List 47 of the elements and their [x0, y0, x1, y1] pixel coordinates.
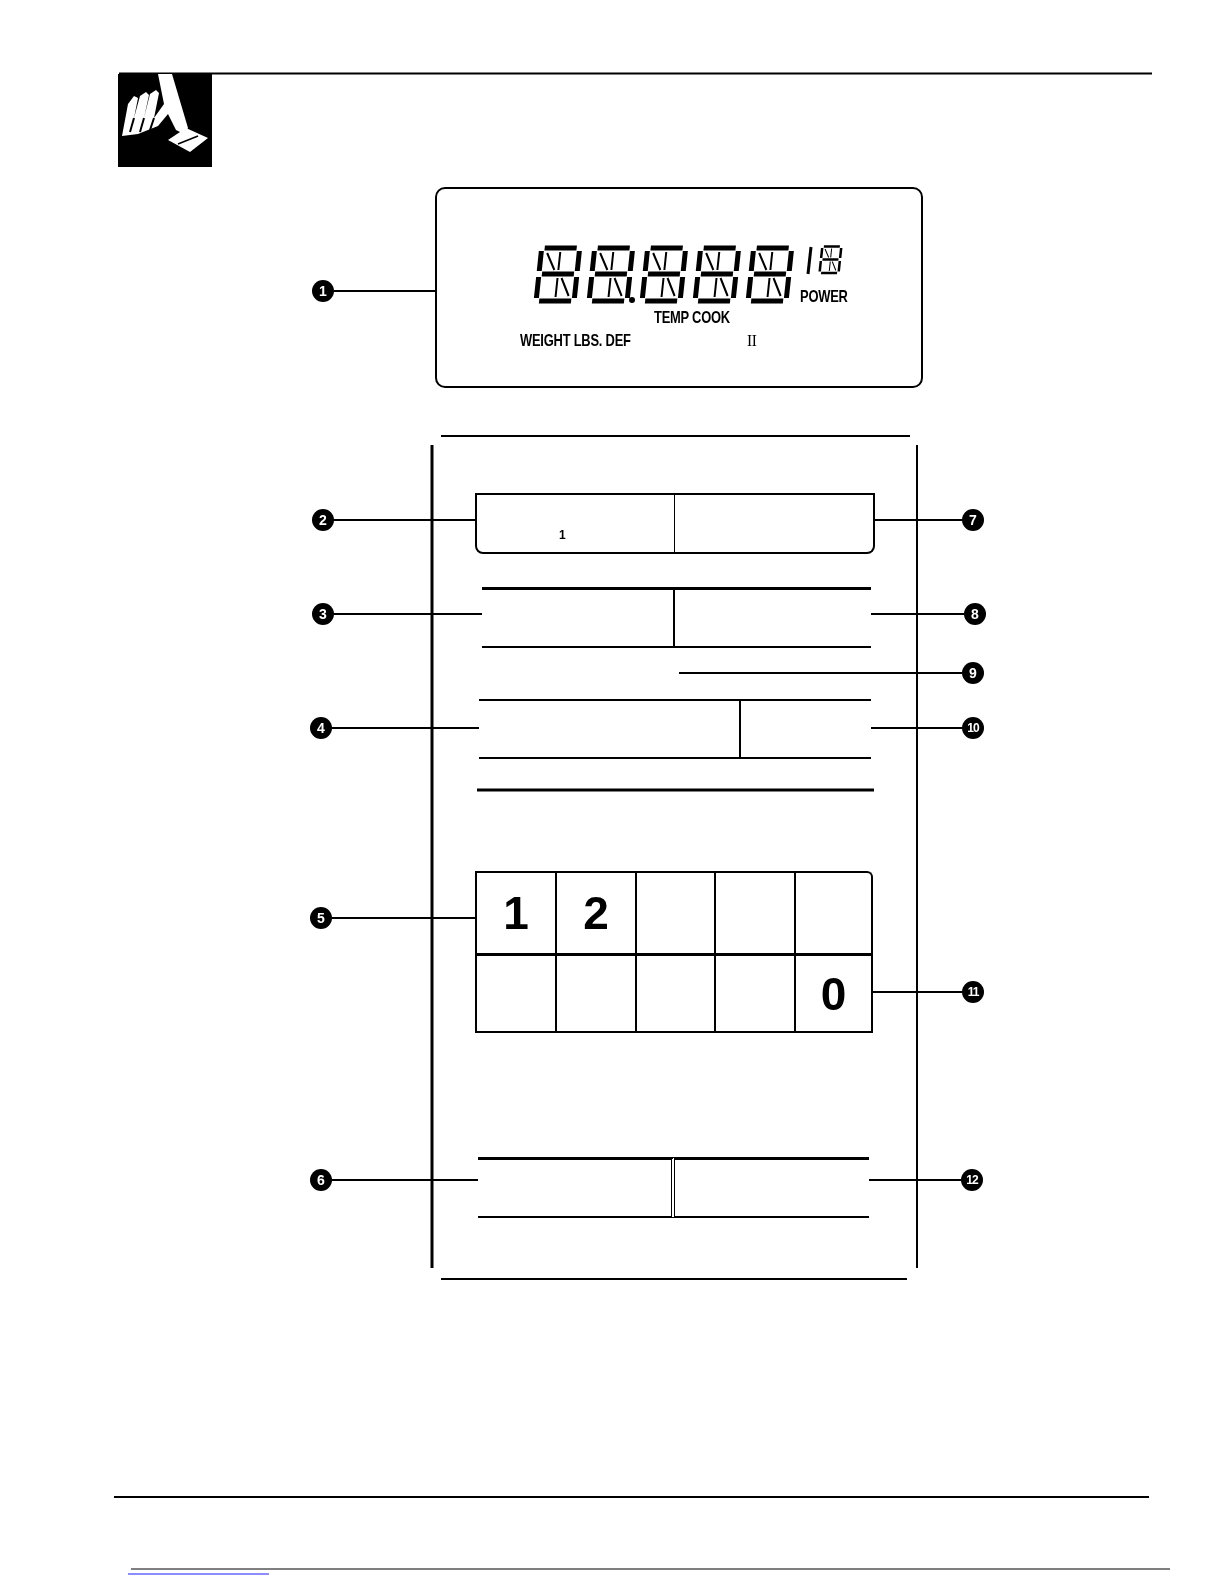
- panel-button: [741, 699, 871, 759]
- leader-line: [872, 991, 963, 993]
- leader-line: [331, 727, 480, 729]
- panel-button: [675, 1157, 869, 1218]
- leader-line: [331, 917, 476, 919]
- panel-button: [479, 699, 741, 759]
- leader-line: [868, 1179, 962, 1181]
- panel-button: 1: [475, 493, 675, 554]
- leader-line: [870, 613, 965, 615]
- keypad-key: [714, 871, 794, 953]
- indicator-label: TEMP COOK: [654, 309, 730, 326]
- keypad-key: 2: [555, 871, 635, 953]
- callout-number: 1: [312, 280, 334, 302]
- keypad-key: [794, 871, 873, 953]
- indicator-label: WEIGHT LBS. DEF: [520, 332, 631, 349]
- keypad-key: [475, 953, 555, 1033]
- keypad-key: 0: [794, 953, 873, 1033]
- leader-line: [333, 519, 476, 521]
- callout-number: 12: [961, 1169, 983, 1191]
- leader-line: [333, 290, 436, 292]
- leader-line: [331, 1179, 479, 1181]
- panel-button: [482, 587, 675, 648]
- panel-button: [478, 1157, 675, 1218]
- callout-number: 7: [962, 509, 984, 531]
- callout-number: 2: [312, 509, 334, 531]
- keypad-key: [714, 953, 794, 1033]
- panel-button: [675, 587, 871, 648]
- callout-number: 3: [312, 603, 334, 625]
- leader-line: [333, 613, 483, 615]
- callout-number: 11: [962, 981, 984, 1003]
- indicator-label: POWER: [800, 288, 848, 305]
- keypad-key: [635, 953, 714, 1033]
- leader-line: [870, 727, 963, 729]
- callout-number: 6: [310, 1169, 332, 1191]
- indicator-label: II: [747, 332, 757, 349]
- callout-number: 10: [962, 717, 984, 739]
- panel-button: [675, 493, 875, 554]
- leader-line: [874, 519, 963, 521]
- callout-number: 5: [310, 907, 332, 929]
- callout-number: 4: [310, 717, 332, 739]
- callout-number: 9: [962, 662, 984, 684]
- keypad-key: 1: [475, 871, 555, 953]
- keypad-key: [555, 953, 635, 1033]
- callout-number: 8: [964, 603, 986, 625]
- leader-line: [678, 672, 963, 674]
- keypad-key: [635, 871, 714, 953]
- lcd-display: [435, 187, 923, 388]
